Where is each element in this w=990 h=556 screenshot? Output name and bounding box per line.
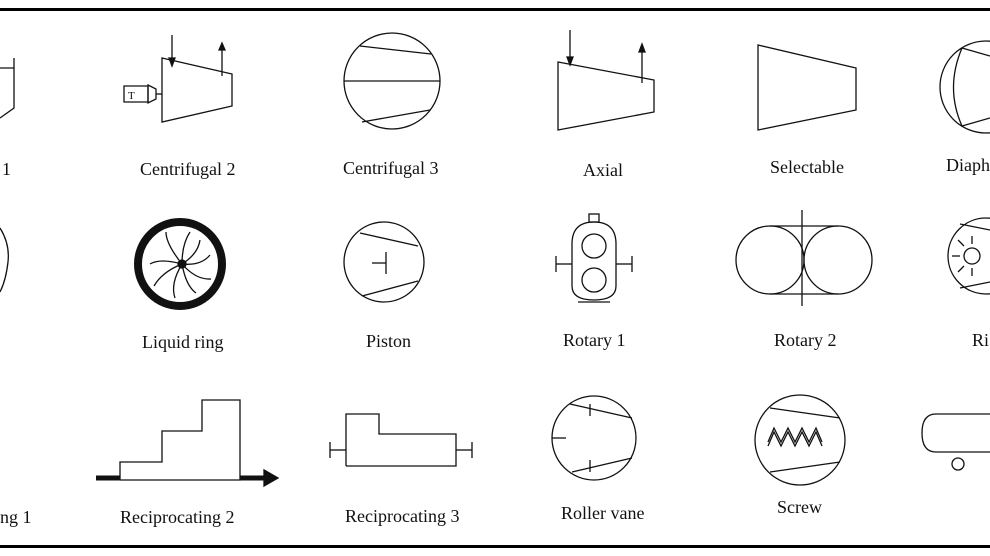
reciprocating-3-symbol[interactable]	[329, 413, 473, 467]
label-selectable: Selectable	[770, 157, 844, 177]
label-reciprocating-2: Reciprocating 2	[120, 507, 235, 527]
label-rotary-2: Rotary 2	[774, 330, 837, 350]
diaphragm-symbol-partial[interactable]	[939, 40, 990, 134]
liquid-ring-symbol[interactable]	[134, 218, 226, 310]
label-roller-vane: Roller vane	[561, 503, 645, 523]
selectable-symbol[interactable]	[757, 44, 857, 131]
label-centrifugal-3: Centrifugal 3	[343, 158, 439, 178]
roller-vane-symbol[interactable]	[551, 395, 637, 481]
label-axial: Axial	[583, 160, 623, 180]
centrifugal-2-symbol[interactable]: T	[123, 35, 233, 123]
partial-circle-symbol-row2	[0, 227, 9, 293]
label-ng-1: ng 1	[0, 507, 32, 527]
turbine-drive-box	[123, 85, 149, 103]
horizontal-vessel-symbol-partial[interactable]	[921, 413, 990, 471]
label-piston: Piston	[366, 331, 412, 351]
label-diaph: Diaph	[946, 155, 990, 175]
label-liquid-ring: Liquid ring	[142, 332, 224, 352]
piston-symbol[interactable]	[343, 221, 425, 303]
reciprocating-2-symbol[interactable]	[96, 399, 280, 488]
label-reciprocating-3: Reciprocating 3	[345, 506, 460, 526]
rotary-1-symbol[interactable]	[555, 213, 633, 303]
frame-top-border	[0, 8, 990, 11]
label-rotary-1: Rotary 1	[563, 330, 626, 350]
label-row1-col0: 1	[2, 159, 11, 179]
frame-bottom-border	[0, 545, 990, 548]
axial-symbol[interactable]	[557, 30, 655, 131]
turbine-drive-letter: T	[128, 90, 135, 102]
rotary-2-symbol[interactable]	[735, 210, 873, 306]
screw-symbol[interactable]	[754, 394, 846, 486]
ri-symbol-partial[interactable]	[947, 217, 990, 295]
label-centrifugal-2: Centrifugal 2	[140, 159, 236, 179]
label-screw: Screw	[777, 497, 822, 517]
partial-compressor-symbol-row1	[0, 58, 15, 119]
label-ri: Ri	[972, 330, 990, 350]
centrifugal-3-symbol[interactable]	[343, 32, 441, 130]
